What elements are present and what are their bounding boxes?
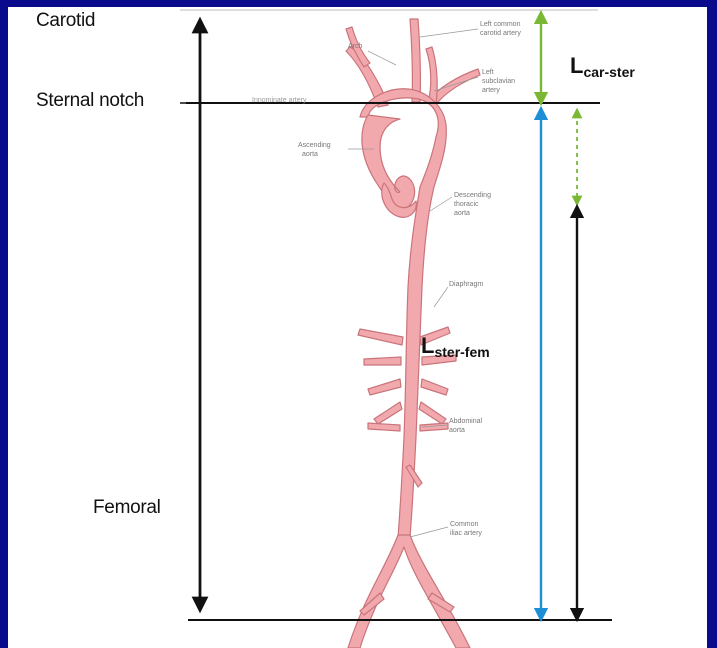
carotid-label: Carotid bbox=[36, 10, 95, 32]
diaphragm-label: Diaphragm bbox=[449, 281, 483, 289]
iliac-label-1: Common bbox=[450, 521, 478, 529]
sternal-notch-label: Sternal notch bbox=[36, 90, 144, 112]
slide: Carotid Sternal notch Femoral Lcar-ster … bbox=[8, 7, 707, 648]
abdominal-label-2: aorta bbox=[449, 427, 465, 435]
abdominal-label-1: Abdominal bbox=[449, 418, 482, 426]
left-subclavian-label-3: artery bbox=[482, 87, 500, 95]
left-subclavian-label-2: subclavian bbox=[482, 78, 515, 86]
descending-label-3: aorta bbox=[454, 210, 470, 218]
left-common-carotid-label-2: carotid artery bbox=[480, 30, 521, 38]
ascending-label-2: aorta bbox=[302, 151, 318, 159]
femoral-label: Femoral bbox=[93, 497, 161, 519]
left-common-carotid-label-1: Left common bbox=[480, 21, 520, 29]
descending-label-2: thoracic bbox=[454, 201, 479, 209]
innominate-label: Innominate artery bbox=[252, 97, 306, 105]
ascending-label-1: Ascending bbox=[298, 142, 331, 150]
l-ster-fem-label: Lster-fem bbox=[421, 333, 490, 360]
descending-label-1: Descending bbox=[454, 192, 491, 200]
iliac-label-2: iliac artery bbox=[450, 530, 482, 538]
arch-label: Arch bbox=[348, 43, 362, 51]
l-car-ster-label: Lcar-ster bbox=[570, 53, 635, 80]
left-subclavian-label-1: Left bbox=[482, 69, 494, 77]
